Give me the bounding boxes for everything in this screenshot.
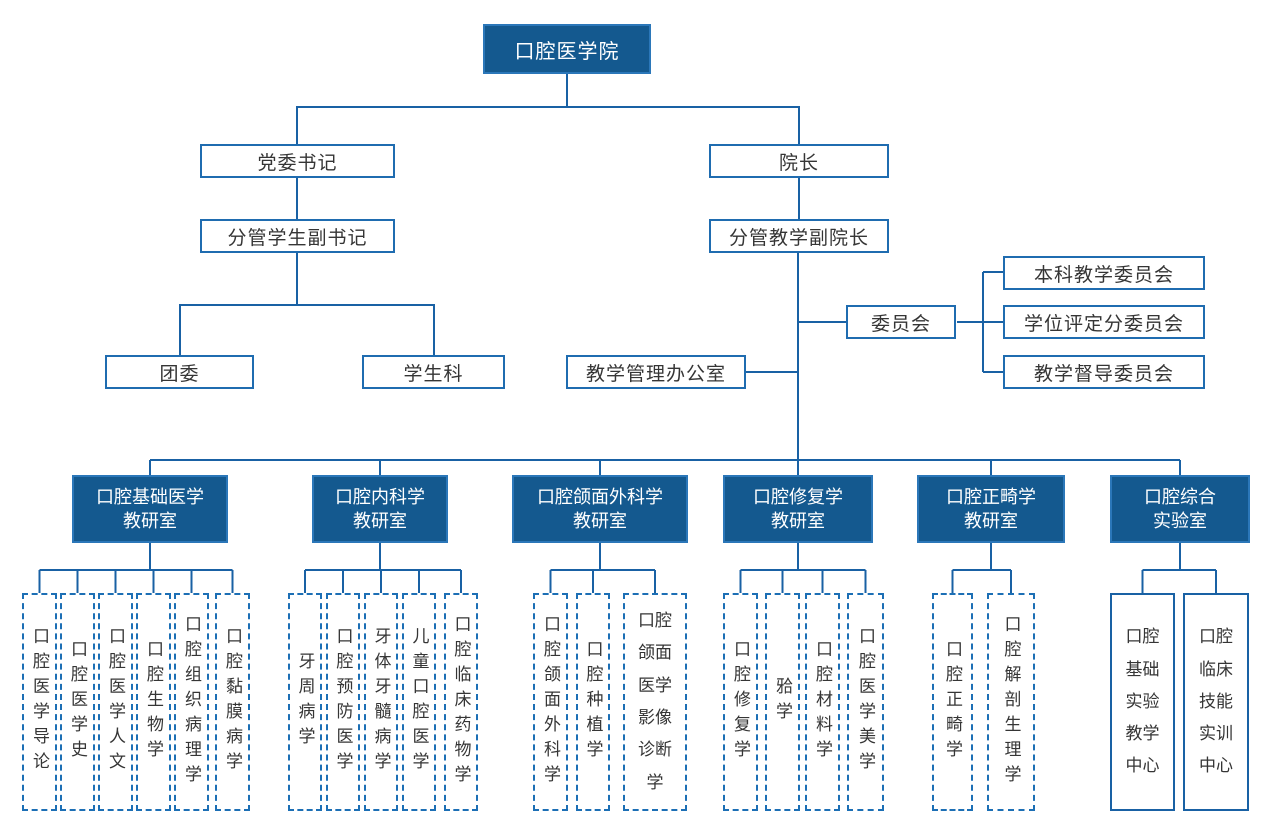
org-box-teaching-office: 教学管理办公室 xyxy=(566,355,746,389)
course-label: 口腔临床药物学 xyxy=(451,614,471,790)
course-label: 口腔修复学 xyxy=(731,639,750,765)
course-label: 口腔材料学 xyxy=(813,639,832,765)
org-box-teaching-supervision-committee: 教学督导委员会 xyxy=(1003,355,1205,389)
course-box: 口腔医学美学 xyxy=(847,593,884,811)
connector-group6 xyxy=(1141,543,1217,593)
course-box: 口腔医学导论 xyxy=(22,593,57,811)
course-label: 口腔颌面外科学 xyxy=(541,614,560,790)
dept-label-line2: 教研室 xyxy=(771,511,825,531)
course-label: 口腔种植学 xyxy=(583,639,603,765)
org-box-youth-league: 团委 xyxy=(105,355,254,389)
course-box: 牙体牙髓病学 xyxy=(364,593,398,811)
org-box-college: 口腔医学院 xyxy=(483,24,651,74)
org-box-committee-hub: 委员会 xyxy=(846,305,956,339)
course-box: 口腔生物学 xyxy=(136,593,171,811)
course-label: 口腔颌面医学影像诊断学 xyxy=(638,611,672,792)
teaching-supervision-committee-label: 教学督导委员会 xyxy=(1033,363,1174,385)
dept-box-maxillofacial-surgery: 口腔颌面外科学 教研室 xyxy=(512,475,688,543)
org-box-undergrad-teaching-committee: 本科教学委员会 xyxy=(1003,256,1205,290)
course-box: 口腔颌面外科学 xyxy=(533,593,568,811)
student-affairs-label: 学生科 xyxy=(403,363,464,385)
course-label: 口腔医学美学 xyxy=(856,627,875,777)
connector-root-split xyxy=(296,74,800,144)
course-label: 口腔组织病理学 xyxy=(182,614,201,790)
connector-group5 xyxy=(951,543,1012,593)
course-box: 口腔临床药物学 xyxy=(444,593,478,811)
dept-box-internal-medicine: 口腔内科学 教研室 xyxy=(312,475,448,543)
connector-dept-bus xyxy=(149,459,1181,475)
degree-evaluation-subcommittee-label: 学位评定分委员会 xyxy=(1023,313,1184,335)
org-box-party-secretary: 党委书记 xyxy=(200,144,395,178)
course-label: 口腔黏膜病学 xyxy=(223,627,242,777)
course-label: 牙周病学 xyxy=(295,652,315,752)
course-box: 口腔修复学 xyxy=(723,593,758,811)
college-label: 口腔医学院 xyxy=(514,40,620,63)
course-label: 口腔解剖生理学 xyxy=(1001,614,1021,790)
youth-league-label: 团委 xyxy=(159,363,200,385)
dept-label-line2: 实验室 xyxy=(1153,511,1207,531)
course-box: 口腔组织病理学 xyxy=(174,593,209,811)
course-box: 口腔预防医学 xyxy=(326,593,360,811)
course-label: 口腔生物学 xyxy=(144,639,163,765)
dean-label: 院长 xyxy=(778,152,819,174)
connector-party-branch xyxy=(179,178,435,355)
course-box: 口腔医学人文 xyxy=(98,593,133,811)
connector-group4 xyxy=(739,543,867,593)
dept-box-orthodontics: 口腔正畸学 教研室 xyxy=(917,475,1065,543)
org-box-dean: 院长 xyxy=(709,144,889,178)
course-box: 口腔解剖生理学 xyxy=(987,593,1035,811)
course-label: 口腔医学史 xyxy=(68,639,87,765)
dept-label-line1: 口腔内科学 xyxy=(335,486,425,507)
dept-label-line1: 口腔综合 xyxy=(1144,486,1216,507)
dept-label-line2: 教研室 xyxy=(573,511,627,531)
org-box-teaching-vice-dean: 分管教学副院长 xyxy=(709,219,889,253)
center-box: 口腔基础实验教学中心 xyxy=(1110,593,1175,811)
course-box: 口腔医学史 xyxy=(60,593,95,811)
teaching-office-label: 教学管理办公室 xyxy=(585,363,726,385)
course-box: 儿童口腔医学 xyxy=(402,593,436,811)
party-secretary-label: 党委书记 xyxy=(257,152,338,174)
connector-group3 xyxy=(549,543,656,593)
dept-label-line2: 教研室 xyxy=(353,511,407,531)
connector-group2 xyxy=(304,543,462,593)
center-label: 口腔基础实验教学中心 xyxy=(1125,627,1160,776)
dept-label-line2: 教研室 xyxy=(964,511,1018,531)
committee-hub-label: 委员会 xyxy=(870,313,931,335)
course-label: 口腔医学导论 xyxy=(30,627,49,777)
teaching-vice-dean-label: 分管教学副院长 xyxy=(728,227,869,249)
undergrad-teaching-committee-label: 本科教学委员会 xyxy=(1033,264,1174,286)
dept-box-prosthodontics: 口腔修复学 教研室 xyxy=(723,475,873,543)
course-box: 口腔颌面医学影像诊断学 xyxy=(623,593,687,811)
center-box: 口腔临床技能实训中心 xyxy=(1183,593,1249,811)
course-label: 𬌗学 xyxy=(773,677,792,727)
course-box: 口腔正畸学 xyxy=(932,593,973,811)
dept-label-line2: 教研室 xyxy=(123,511,177,531)
course-label: 儿童口腔医学 xyxy=(409,627,429,777)
course-box: 口腔黏膜病学 xyxy=(215,593,250,811)
connector-group1 xyxy=(38,543,234,593)
org-box-student-affairs: 学生科 xyxy=(362,355,505,389)
dept-box-comprehensive-lab: 口腔综合 实验室 xyxy=(1110,475,1250,543)
course-label: 口腔正畸学 xyxy=(943,639,962,765)
org-box-degree-evaluation-subcommittee: 学位评定分委员会 xyxy=(1003,305,1205,339)
course-box: 口腔种植学 xyxy=(576,593,610,811)
course-box: 牙周病学 xyxy=(288,593,322,811)
course-label: 牙体牙髓病学 xyxy=(371,627,391,777)
course-label: 口腔医学人文 xyxy=(106,627,125,777)
course-box: 𬌗学 xyxy=(765,593,800,811)
dept-label-line1: 口腔修复学 xyxy=(753,486,843,507)
course-label: 口腔预防医学 xyxy=(333,627,353,777)
dept-box-basic-medicine: 口腔基础医学 教研室 xyxy=(72,475,228,543)
dept-label-line1: 口腔基础医学 xyxy=(96,486,204,507)
dept-label-line1: 口腔颌面外科学 xyxy=(537,486,663,507)
dept-label-line1: 口腔正畸学 xyxy=(946,486,1036,507)
student-vice-secretary-label: 分管学生副书记 xyxy=(227,227,368,249)
course-box: 口腔材料学 xyxy=(805,593,840,811)
org-box-student-vice-secretary: 分管学生副书记 xyxy=(200,219,395,253)
center-label: 口腔临床技能实训中心 xyxy=(1199,627,1233,776)
